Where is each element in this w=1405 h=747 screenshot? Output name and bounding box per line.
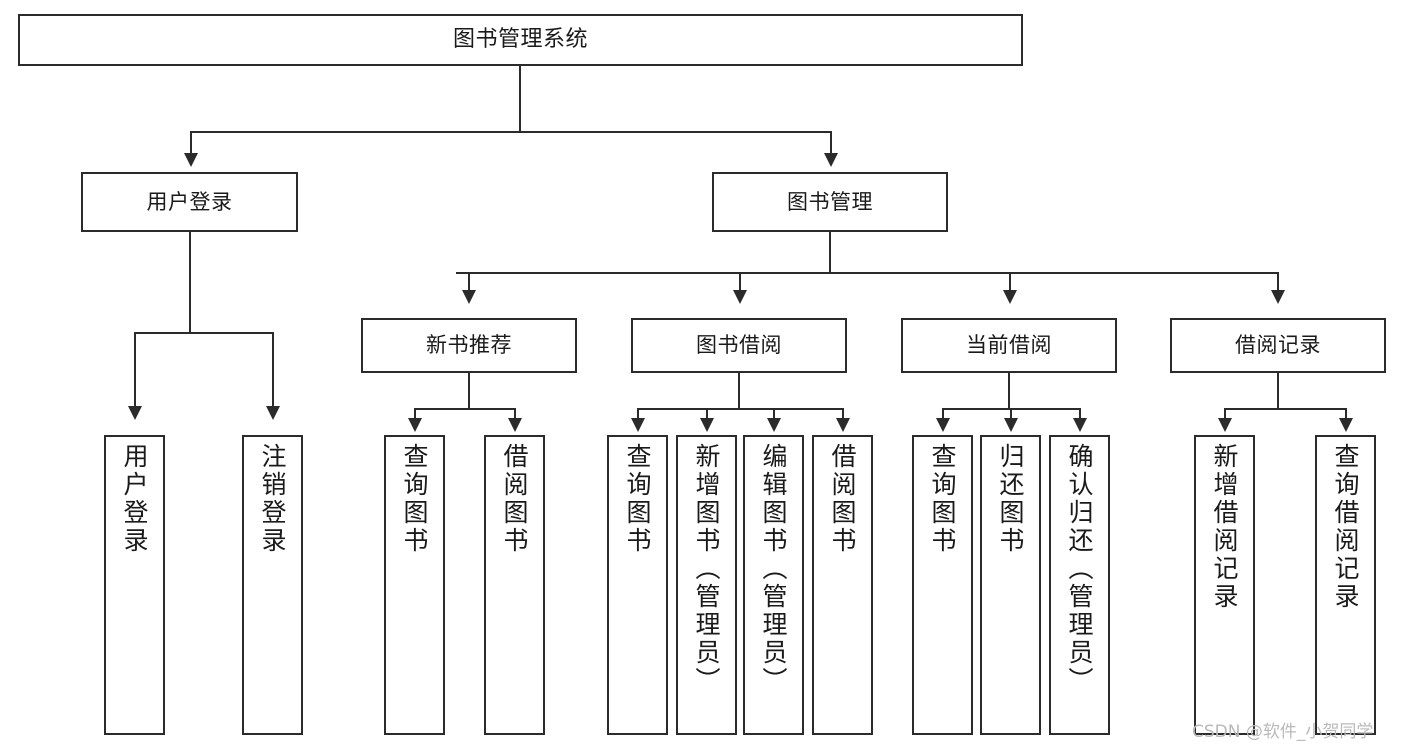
connector-borrow-records-stem: [1277, 373, 1279, 409]
leaf-current-query-book[interactable]: 查询图书: [912, 435, 973, 735]
connector-book-mgmt-drop-4: [1277, 272, 1279, 292]
connector-new-book-drop-1: [414, 408, 416, 420]
arrow-current-borrow-leaf-2: [1004, 418, 1018, 432]
arrow-book-borrow-leaf-2: [700, 418, 714, 432]
arrow-book-mgmt-to-current: [1003, 290, 1017, 304]
node-label: 借阅记录: [1235, 333, 1321, 358]
leaf-current-confirm-return-admin[interactable]: 确认归还（管理员）: [1049, 435, 1110, 735]
node-borrow-records[interactable]: 借阅记录: [1170, 318, 1386, 373]
connector-book-borrow-drop-2: [706, 408, 708, 420]
connector-current-borrow-drop-3: [1079, 408, 1081, 420]
node-label: 新书推荐: [426, 333, 512, 358]
leaf-borrow-borrow-book[interactable]: 借阅图书: [812, 435, 873, 735]
node-user-login[interactable]: 用户登录: [81, 172, 298, 232]
connector-book-borrow-stem: [738, 373, 740, 409]
connector-book-mgmt-bus: [456, 272, 1278, 274]
csdn-watermark: CSDN @软件_小贺同学: [1192, 722, 1374, 742]
connector-new-book-drop-2: [514, 408, 516, 420]
node-label: 用户登录: [146, 189, 233, 214]
node-book-management[interactable]: 图书管理: [712, 172, 948, 232]
node-label: 查询图书: [400, 443, 429, 555]
arrow-book-borrow-leaf-4: [836, 418, 850, 432]
leaf-records-add-record[interactable]: 新增借阅记录: [1194, 435, 1255, 735]
node-label: 图书管理: [787, 189, 873, 214]
arrow-current-borrow-leaf-3: [1073, 418, 1087, 432]
connector-borrow-records-bus: [1224, 408, 1345, 410]
arrow-book-mgmt-to-new-book: [462, 290, 476, 304]
arrow-borrow-records-leaf-1: [1218, 418, 1232, 432]
connector-root-to-user-login: [190, 131, 192, 155]
connector-book-mgmt-drop-3: [1009, 272, 1011, 292]
node-label: 借阅图书: [828, 443, 857, 555]
leaf-records-query-record[interactable]: 查询借阅记录: [1315, 435, 1376, 735]
node-book-borrow[interactable]: 图书借阅: [631, 318, 847, 373]
arrow-root-to-user-login: [184, 153, 198, 167]
connector-book-borrow-bus: [637, 408, 843, 410]
leaf-new-book-query[interactable]: 查询图书: [384, 435, 445, 735]
node-label: 注销登录: [258, 443, 287, 555]
connector-root-bus: [190, 131, 831, 133]
node-label: 查询图书: [928, 443, 957, 555]
connector-new-book-stem: [468, 373, 470, 409]
connector-new-book-bus: [414, 408, 514, 410]
arrow-book-borrow-leaf-3: [767, 418, 781, 432]
node-label: 归还图书: [996, 443, 1025, 555]
arrow-book-mgmt-to-records: [1271, 290, 1285, 304]
node-label: 新增借阅记录: [1210, 443, 1239, 611]
connector-user-login-drop-1: [134, 332, 136, 408]
node-new-book-recommend[interactable]: 新书推荐: [361, 318, 577, 373]
connector-book-borrow-drop-3: [773, 408, 775, 420]
leaf-borrow-edit-book-admin[interactable]: 编辑图书（管理员）: [743, 435, 804, 735]
arrow-user-login-leaf-2: [266, 406, 280, 420]
leaf-user-login-signin[interactable]: 用户登录: [104, 435, 165, 735]
connector-current-borrow-drop-1: [942, 408, 944, 420]
connector-user-login-bus: [134, 332, 272, 334]
connector-root-stem: [519, 66, 521, 132]
arrow-book-mgmt-to-borrow: [733, 290, 747, 304]
connector-user-login-stem: [189, 232, 191, 333]
leaf-current-return-book[interactable]: 归还图书: [980, 435, 1041, 735]
leaf-user-login-signout[interactable]: 注销登录: [242, 435, 303, 735]
arrow-new-book-leaf-2: [508, 418, 522, 432]
node-current-borrow[interactable]: 当前借阅: [901, 318, 1117, 373]
connector-book-borrow-drop-4: [842, 408, 844, 420]
connector-user-login-drop-2: [272, 332, 274, 408]
connector-book-borrow-drop-1: [637, 408, 639, 420]
node-label: 用户登录: [120, 443, 149, 555]
connector-book-mgmt-stem: [829, 232, 831, 274]
node-label: 编辑图书（管理员）: [759, 443, 788, 695]
leaf-borrow-query-book[interactable]: 查询图书: [607, 435, 668, 735]
node-label: 当前借阅: [966, 333, 1052, 358]
connector-borrow-records-drop-1: [1224, 408, 1226, 420]
connector-current-borrow-stem: [1008, 373, 1010, 409]
connector-book-mgmt-drop-2: [739, 272, 741, 292]
arrow-borrow-records-leaf-2: [1339, 418, 1353, 432]
node-label: 新增图书（管理员）: [692, 443, 721, 695]
arrow-new-book-leaf-1: [408, 418, 422, 432]
connector-book-mgmt-drop-1: [468, 272, 470, 292]
node-label: 图书管理系统: [452, 27, 588, 53]
arrow-user-login-leaf-1: [128, 406, 142, 420]
leaf-borrow-add-book-admin[interactable]: 新增图书（管理员）: [676, 435, 737, 735]
node-label: 确认归还（管理员）: [1065, 443, 1094, 695]
connector-borrow-records-drop-2: [1345, 408, 1347, 420]
node-root-library-system[interactable]: 图书管理系统: [18, 14, 1023, 66]
node-label: 图书借阅: [696, 333, 782, 358]
leaf-new-book-borrow[interactable]: 借阅图书: [484, 435, 545, 735]
arrow-current-borrow-leaf-1: [936, 418, 950, 432]
node-label: 借阅图书: [500, 443, 529, 555]
arrow-book-borrow-leaf-1: [631, 418, 645, 432]
arrow-root-to-book-mgmt: [824, 153, 838, 167]
connector-root-to-book-mgmt: [830, 131, 832, 155]
connector-current-borrow-drop-2: [1010, 408, 1012, 420]
node-label: 查询借阅记录: [1331, 443, 1360, 611]
node-label: 查询图书: [623, 443, 652, 555]
